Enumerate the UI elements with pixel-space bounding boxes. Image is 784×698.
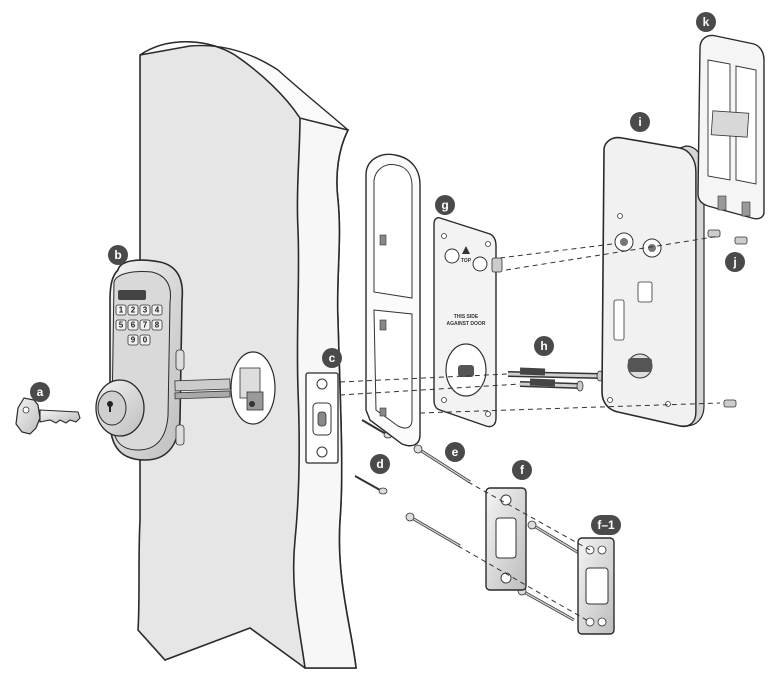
- keypad-key-3: 3: [143, 306, 148, 315]
- svg-text:k: k: [703, 15, 710, 29]
- cover-screws-j: [707, 229, 748, 408]
- strike-plate-f: [485, 487, 527, 591]
- label-d: d: [370, 454, 390, 474]
- label-g: g: [435, 195, 455, 215]
- battery-cover-k: [697, 34, 765, 220]
- svg-text:j: j: [732, 255, 736, 269]
- keypad-key-6: 6: [131, 321, 136, 330]
- door-top: [139, 41, 349, 131]
- strike-screws-e: [405, 444, 585, 622]
- label-h: h: [534, 336, 554, 356]
- gasket-frame: [365, 153, 421, 447]
- svg-text:f: f: [520, 463, 525, 477]
- svg-text:i: i: [638, 115, 641, 129]
- keypad-key-9: 9: [131, 336, 136, 345]
- svg-text:a: a: [37, 385, 44, 399]
- label-badges: a b c d e f f–1 g: [30, 12, 745, 535]
- label-c: c: [322, 348, 342, 368]
- keypad-key-5: 5: [119, 321, 124, 330]
- svg-text:g: g: [441, 198, 448, 212]
- keypad-key-0: 0: [143, 336, 148, 345]
- svg-text:c: c: [329, 351, 336, 365]
- door: [137, 41, 357, 669]
- label-b: b: [108, 245, 128, 265]
- label-f: f: [512, 460, 532, 480]
- key-a: [15, 397, 81, 435]
- interior-assembly-i: [601, 136, 705, 428]
- edge-bore-c: [305, 372, 339, 464]
- plate-against-door-label: AGAINST DOOR: [447, 321, 486, 327]
- bore-hole-detail: [239, 367, 264, 411]
- label-k: k: [696, 12, 716, 32]
- keypad-key-4: 4: [155, 306, 160, 315]
- exterior-keypad-b: 1 2 3 4 5 6 7 8 9 0: [95, 259, 231, 461]
- label-i: i: [630, 112, 650, 132]
- keypad-key-7: 7: [143, 321, 148, 330]
- svg-text:e: e: [452, 445, 459, 459]
- keypad-key-2: 2: [131, 306, 136, 315]
- label-a: a: [30, 382, 50, 402]
- mounting-bolts-h: [507, 367, 604, 392]
- keypad-key-1: 1: [119, 306, 124, 315]
- keypad-key-8: 8: [155, 321, 160, 330]
- label-e: e: [445, 442, 465, 462]
- alignment-lines: [339, 235, 721, 623]
- label-f1: f–1: [591, 515, 621, 535]
- svg-text:d: d: [376, 457, 383, 471]
- plate-this-side-label: THIS SIDE: [454, 314, 479, 320]
- mounting-plate-g: TOP THIS SIDE AGAINST DOOR: [433, 217, 503, 428]
- svg-text:b: b: [114, 248, 121, 262]
- label-j: j: [725, 252, 745, 272]
- strike-plate-f1: [577, 537, 615, 635]
- plate-top-label: TOP: [461, 258, 472, 264]
- svg-text:f–1: f–1: [597, 518, 615, 532]
- keypad-buttons: 1 2 3 4 5 6 7 8 9 0: [115, 304, 163, 346]
- svg-text:h: h: [540, 339, 547, 353]
